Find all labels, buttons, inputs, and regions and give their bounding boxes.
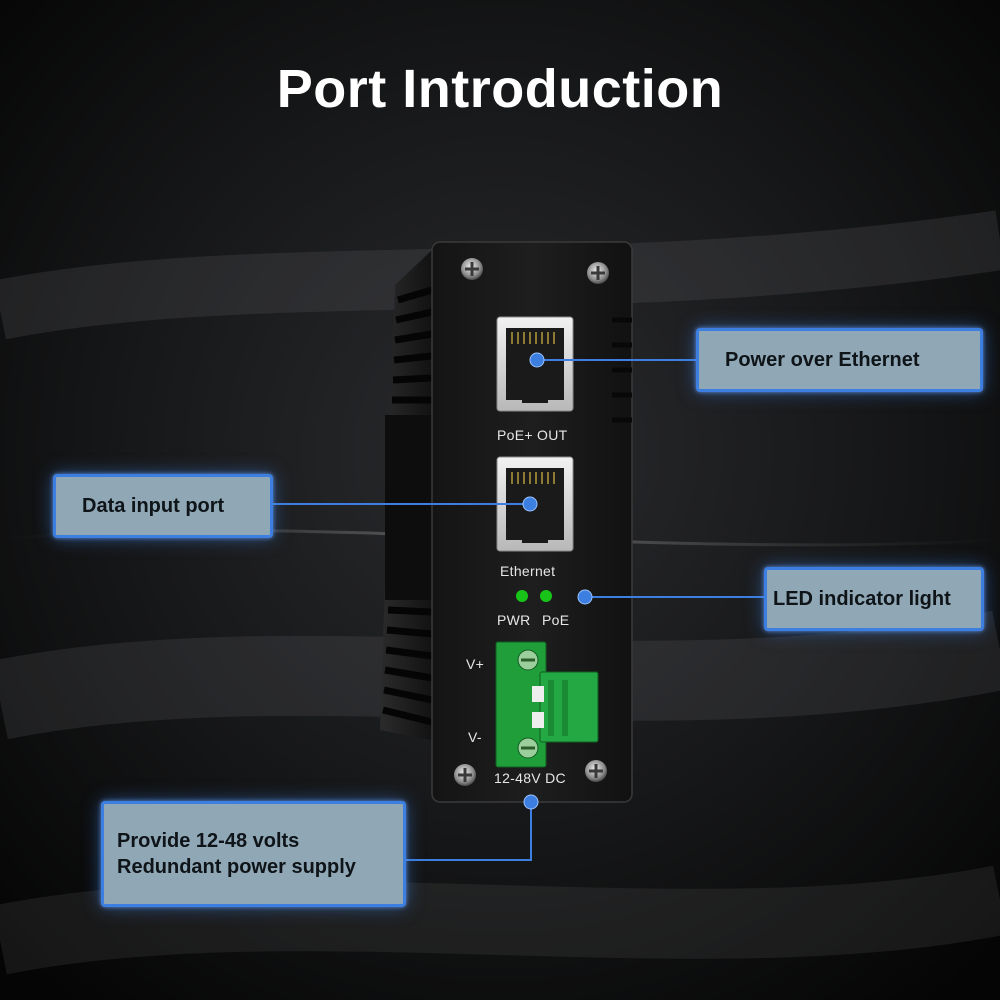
callout-led-text: LED indicator light [773,587,951,610]
screw [585,760,607,782]
ethernet-port-label: Ethernet [500,563,556,579]
callout-power-line1: Provide 12-48 volts [117,830,300,852]
callout-power-over-ethernet: Power over Ethernet [696,328,983,392]
dc-rating-label: 12-48V DC [494,770,566,786]
screw [587,262,609,284]
power-terminal-block [495,641,599,768]
screw [461,258,483,280]
poe-led-label: PoE [542,612,570,628]
pwr-led [516,590,528,602]
v-minus-label: V- [468,729,482,745]
ethernet-port [496,456,574,552]
callout-led-indicator: LED indicator light [764,567,984,631]
pwr-led-label: PWR [497,612,531,628]
callout-data-text: Data input port [82,494,225,517]
callout-power-line2: Redundant power supply [117,856,356,878]
page-title: Port Introduction [276,59,724,119]
callout-poe-text: Power over Ethernet [725,348,920,371]
poe-led [540,590,552,602]
callout-data-input-port: Data input port [53,474,273,538]
poe-out-port-label: PoE+ OUT [497,427,568,443]
heatsink-fins [380,250,433,740]
callout-power-supply: Provide 12-48 volts Redundant power supp… [101,801,406,907]
v-plus-label: V+ [466,656,485,672]
poe-out-port [496,316,574,412]
screw [454,764,476,786]
